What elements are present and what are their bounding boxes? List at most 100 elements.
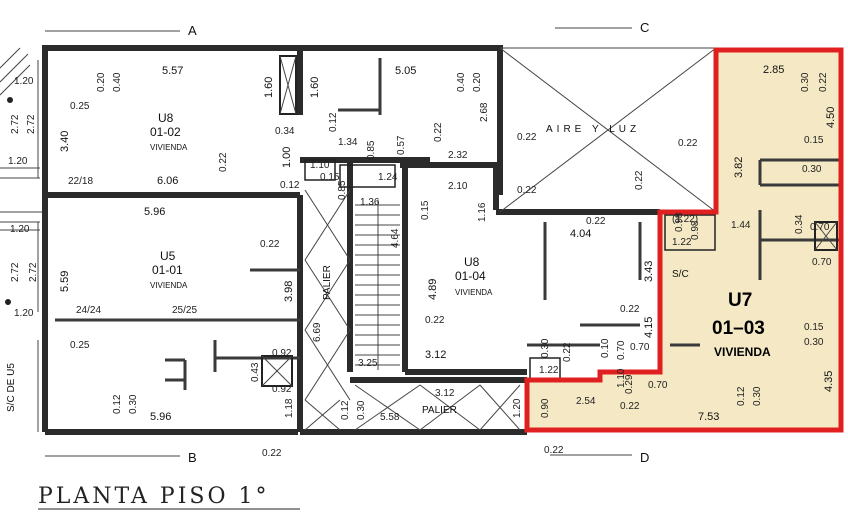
svg-text:0.43: 0.43 — [250, 362, 261, 382]
svg-text:3.12: 3.12 — [435, 388, 455, 399]
svg-text:01-02: 01-02 — [150, 125, 181, 139]
svg-text:0.29: 0.29 — [624, 374, 635, 394]
svg-text:1.20: 1.20 — [14, 76, 34, 87]
sc-u5-label: S/C DE U5 — [6, 363, 17, 412]
unit-u8-0104: U8 01-04 VIVIENDA — [455, 255, 493, 297]
exterior-walls — [42, 45, 527, 435]
courtyard-label: AIRE Y LUZ — [546, 124, 640, 135]
svg-text:2.54: 2.54 — [576, 396, 596, 407]
svg-text:0.70: 0.70 — [810, 222, 830, 233]
svg-text:22/18: 22/18 — [68, 176, 93, 187]
svg-text:0.30: 0.30 — [356, 400, 367, 420]
svg-text:1.36: 1.36 — [360, 197, 380, 208]
svg-text:3.43: 3.43 — [643, 261, 655, 282]
svg-text:0.12: 0.12 — [112, 394, 123, 414]
svg-text:3.82: 3.82 — [733, 157, 745, 178]
svg-text:0.34: 0.34 — [794, 214, 805, 234]
closet-box-1 — [304, 159, 336, 181]
interior-walls — [45, 48, 841, 432]
svg-text:0.12: 0.12 — [340, 400, 351, 420]
svg-text:01–03: 01–03 — [712, 318, 765, 339]
axis-lines — [0, 27, 632, 457]
svg-text:0.22: 0.22 — [544, 445, 564, 456]
svg-text:U5: U5 — [160, 249, 176, 263]
axis-b-label: B — [188, 450, 197, 465]
svg-text:0.22: 0.22 — [218, 152, 229, 172]
svg-text:4.89: 4.89 — [427, 279, 439, 300]
svg-text:(1.22): (1.22) — [672, 214, 698, 225]
svg-text:1.22: 1.22 — [672, 237, 692, 248]
svg-text:1.44: 1.44 — [731, 220, 751, 231]
u7-highlight-outline — [524, 47, 844, 433]
svg-text:0.22: 0.22 — [620, 304, 640, 315]
svg-text:0.22: 0.22 — [634, 170, 645, 190]
svg-text:0.92: 0.92 — [272, 348, 292, 359]
svg-text:3.25: 3.25 — [358, 358, 378, 369]
unit-u7-0103: U7 01–03 VIVIENDA — [712, 290, 771, 359]
svg-text:1.10: 1.10 — [616, 368, 627, 388]
svg-text:0.70: 0.70 — [630, 342, 650, 353]
svg-text:0.22: 0.22 — [260, 239, 280, 250]
svg-text:1.20: 1.20 — [10, 224, 30, 235]
sc-label: S/C — [672, 269, 689, 280]
svg-text:0.12: 0.12 — [328, 112, 339, 132]
axis-a-label: A — [188, 23, 197, 38]
svg-text:2.10: 2.10 — [448, 181, 468, 192]
svg-text:5.59: 5.59 — [59, 271, 71, 292]
svg-text:3.40: 3.40 — [59, 131, 71, 152]
svg-text:4.64: 4.64 — [390, 228, 401, 248]
svg-text:0.85: 0.85 — [337, 180, 348, 200]
svg-text:0.15: 0.15 — [420, 200, 431, 220]
svg-text:0.70: 0.70 — [616, 340, 627, 360]
palier-hatching — [304, 189, 521, 431]
svg-text:5.96: 5.96 — [144, 206, 165, 218]
svg-text:2.72: 2.72 — [10, 114, 21, 134]
svg-text:0.22: 0.22 — [517, 132, 537, 143]
svg-text:0.57: 0.57 — [396, 135, 407, 155]
svg-text:0.20: 0.20 — [96, 72, 107, 92]
svg-text:VIVIENDA: VIVIENDA — [150, 281, 188, 290]
svg-text:25/25: 25/25 — [172, 305, 197, 316]
svg-text:5.57: 5.57 — [162, 65, 183, 77]
svg-text:1.00: 1.00 — [281, 147, 293, 168]
svg-text:3.98: 3.98 — [283, 281, 295, 302]
svg-text:VIVIENDA: VIVIENDA — [150, 143, 188, 152]
svg-text:1.60: 1.60 — [263, 77, 275, 98]
svg-text:1.20: 1.20 — [8, 156, 28, 167]
svg-text:1.10: 1.10 — [310, 160, 330, 171]
svg-text:1.24: 1.24 — [378, 172, 398, 183]
svg-text:0.20: 0.20 — [472, 72, 483, 92]
svg-text:0.98: 0.98 — [690, 220, 701, 240]
svg-text:0.30: 0.30 — [540, 338, 551, 358]
svg-text:VIVIENDA: VIVIENDA — [455, 288, 493, 297]
svg-text:1.60: 1.60 — [309, 77, 321, 98]
svg-text:24/24: 24/24 — [76, 305, 101, 316]
svg-text:3.12: 3.12 — [425, 349, 446, 361]
svg-text:0.85: 0.85 — [366, 140, 377, 160]
svg-text:5.96: 5.96 — [150, 411, 171, 423]
svg-text:7.53: 7.53 — [698, 411, 719, 423]
dimension-labels-vertical: 0.20 0.40 0.40 0.20 1.60 1.60 2.68 3.40 … — [10, 72, 837, 420]
svg-text:0.22: 0.22 — [433, 122, 444, 142]
palier-label-2: PALIER — [422, 405, 457, 416]
svg-text:0.30: 0.30 — [128, 394, 139, 414]
svg-text:VIVIENDA: VIVIENDA — [714, 345, 771, 359]
svg-text:0.90: 0.90 — [540, 398, 551, 418]
svg-text:0.34: 0.34 — [275, 126, 295, 137]
plan-title: PLANTA PISO 1° — [38, 484, 270, 509]
svg-text:0.15: 0.15 — [804, 322, 824, 333]
svg-text:01-01: 01-01 — [152, 263, 183, 277]
svg-text:6.69: 6.69 — [312, 322, 323, 342]
shaft-boxes — [261, 55, 838, 387]
svg-text:0.30: 0.30 — [802, 164, 822, 175]
svg-text:0.22: 0.22 — [620, 401, 640, 412]
svg-text:0.10: 0.10 — [600, 338, 611, 358]
unit-u5-0101: U5 01-01 VIVIENDA — [150, 249, 188, 290]
svg-text:0.30: 0.30 — [752, 386, 763, 406]
svg-text:4.04: 4.04 — [570, 228, 591, 240]
svg-text:2.85: 2.85 — [763, 64, 784, 76]
svg-text:1.16: 1.16 — [477, 202, 488, 222]
svg-text:01-04: 01-04 — [455, 269, 486, 283]
closet-box-2 — [339, 164, 396, 188]
